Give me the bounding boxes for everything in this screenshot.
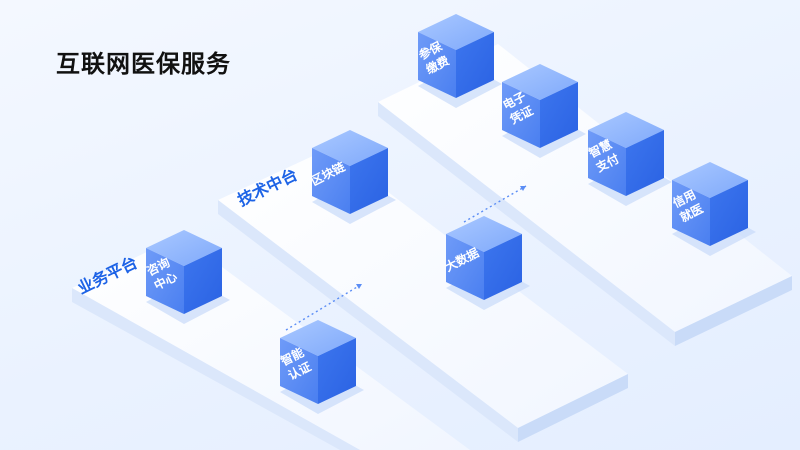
- cube-2-3: [672, 162, 756, 256]
- connector-line: [463, 185, 527, 223]
- cube-1-0: [312, 130, 396, 224]
- cube-2-1: [502, 64, 586, 158]
- cube-0-1: [280, 320, 364, 414]
- cube-2-0: [418, 14, 502, 108]
- connector-arrow: [356, 284, 362, 289]
- platform-services: [378, 44, 792, 346]
- page-title: 互联网医保服务: [56, 50, 231, 78]
- cube-2-2: [588, 112, 672, 206]
- cube-1-1: [446, 216, 530, 310]
- platform-tech: [218, 148, 628, 442]
- cube-0-0: [146, 230, 230, 324]
- connector-arrow: [520, 186, 526, 191]
